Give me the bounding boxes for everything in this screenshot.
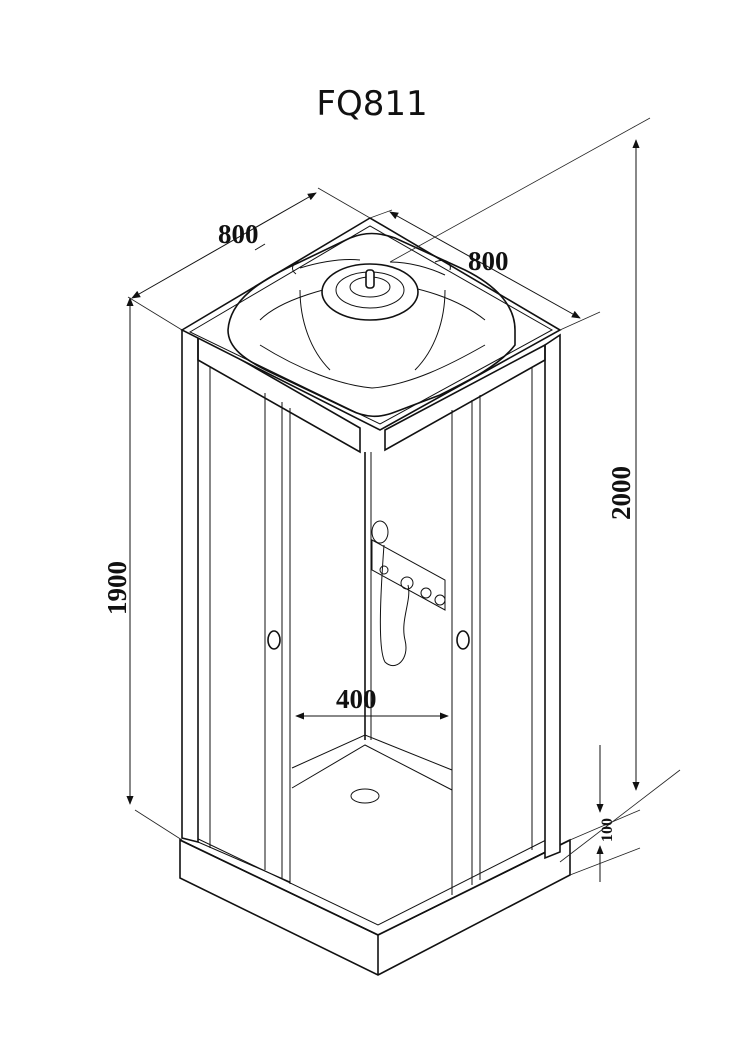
- dimension-width-left: 800: [127, 187, 371, 331]
- shower-tray: [179, 835, 571, 976]
- width-left-label: 800: [218, 219, 259, 249]
- width-right-label: 800: [468, 246, 509, 276]
- right-panel: [384, 333, 561, 895]
- door-handles: [267, 630, 470, 650]
- dimension-tray-height: 100: [569, 745, 641, 882]
- tray-height-label: 100: [599, 818, 616, 842]
- left-panel: [181, 328, 361, 884]
- dimension-height-cabin: 1900: [102, 297, 183, 841]
- left-door-handle: [267, 630, 281, 650]
- dimension-door-opening: 400: [295, 684, 449, 720]
- door-opening-label: 400: [336, 684, 377, 714]
- cabin-interior: [291, 452, 453, 804]
- dimension-width-right: 800: [369, 209, 601, 331]
- height-cabin-label: 1900: [102, 561, 132, 615]
- dimension-height-total: 2000: [389, 117, 681, 863]
- right-door-handle: [456, 630, 470, 650]
- height-total-label: 2000: [606, 466, 636, 520]
- shower-column: [371, 520, 446, 667]
- model-title: FQ811: [316, 84, 428, 124]
